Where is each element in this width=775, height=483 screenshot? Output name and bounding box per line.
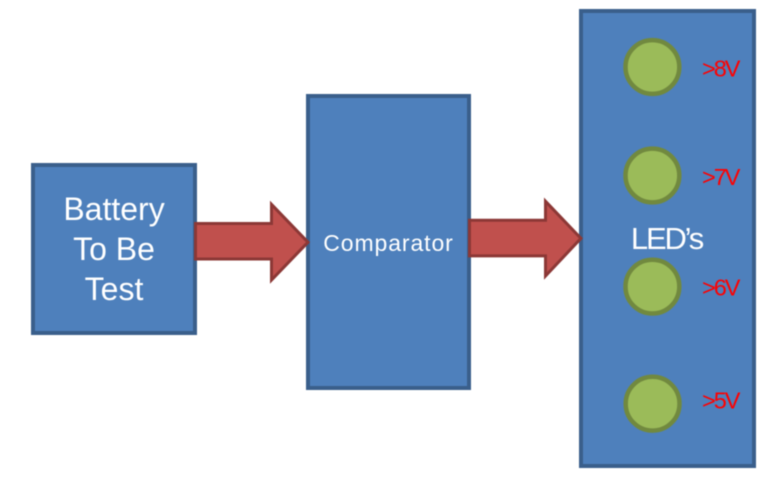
svg-text:Battery: Battery [63,191,164,227]
svg-text:To Be: To Be [73,231,155,267]
svg-text:>7V: >7V [702,164,741,190]
svg-text:>8V: >8V [702,56,741,82]
svg-text:LED’s: LED’s [631,221,704,256]
svg-text:Test: Test [85,271,144,307]
svg-text:>5V: >5V [702,388,741,414]
svg-text:>6V: >6V [702,275,741,301]
svg-text:Comparator: Comparator [323,230,453,256]
